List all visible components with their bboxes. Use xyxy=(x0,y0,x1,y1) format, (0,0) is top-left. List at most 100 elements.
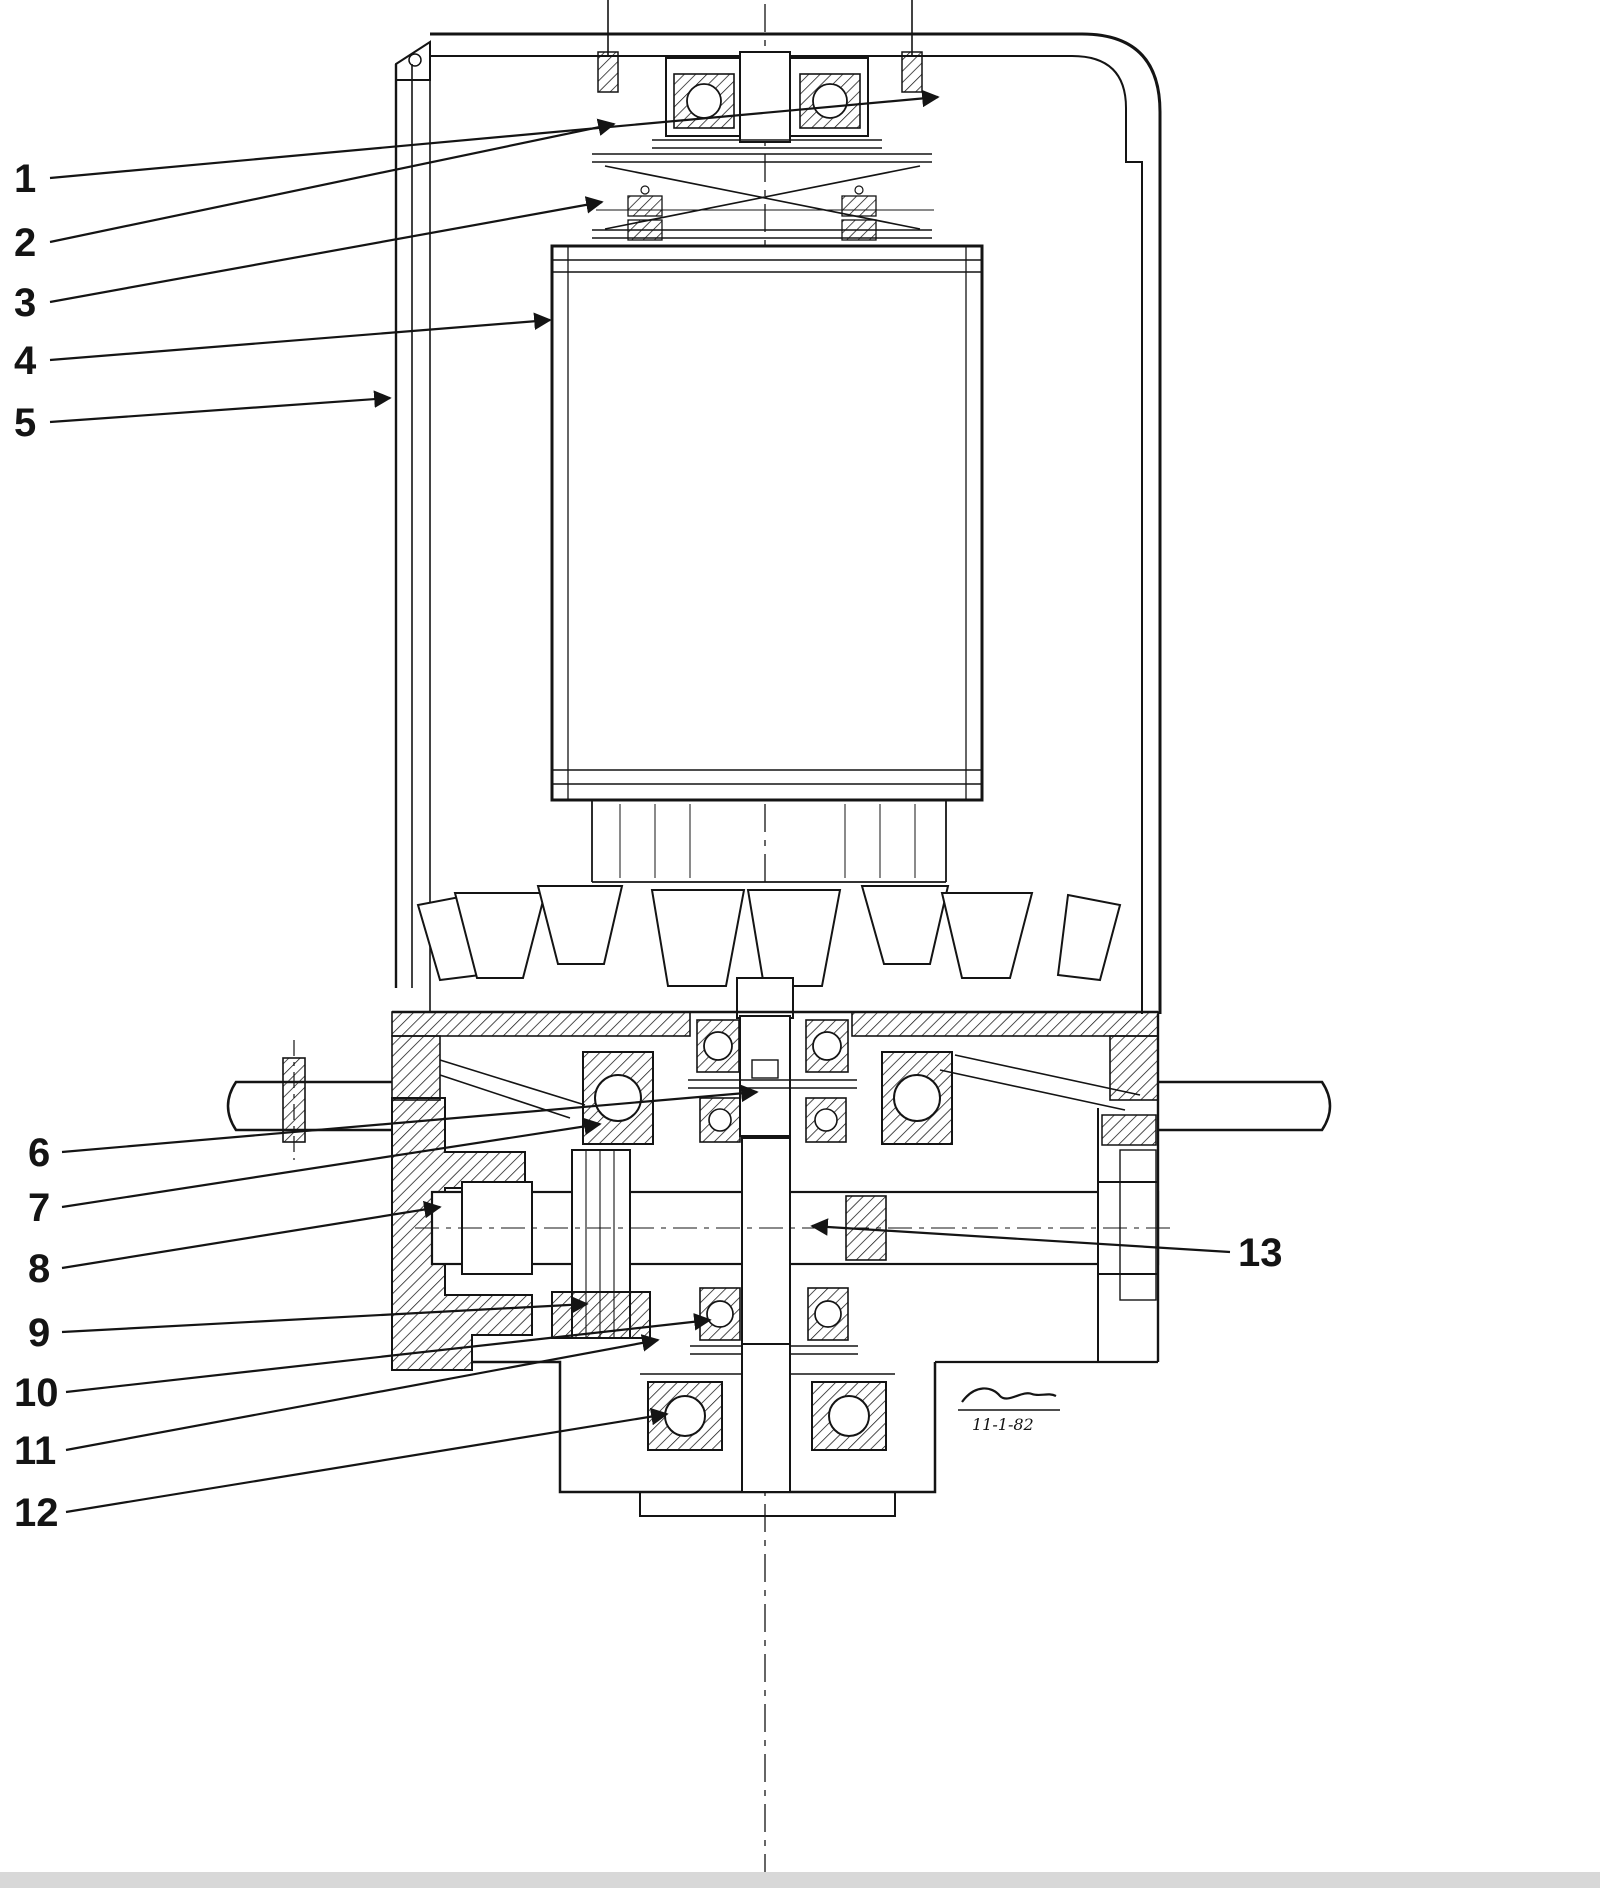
fan-blade-4 xyxy=(746,889,842,987)
callout-5: 5 xyxy=(14,401,36,445)
armature xyxy=(550,244,984,802)
lower-bearing-ball-right xyxy=(814,1300,842,1328)
bottom-housing xyxy=(472,1343,937,1517)
leader-line-10 xyxy=(65,1313,712,1394)
leader-line-8 xyxy=(61,1200,442,1270)
center-bearing-ball-right xyxy=(812,1031,842,1061)
fan-blade-outer-right xyxy=(1056,893,1122,982)
bottom-step xyxy=(639,1492,896,1517)
fan-blade-1 xyxy=(453,892,547,979)
flange-bolt xyxy=(282,1057,306,1143)
brush-block-left-a xyxy=(627,195,663,217)
callout-11: 11 xyxy=(14,1429,56,1473)
top-bearing-assembly xyxy=(597,51,923,149)
center-bearing-stack xyxy=(688,1015,857,1143)
brush-lead-cross-2 xyxy=(604,165,921,230)
base-web-left-1 xyxy=(439,1059,586,1106)
leader-line-7 xyxy=(61,1117,602,1209)
base-web-right-2 xyxy=(939,1069,1126,1111)
armature-core xyxy=(550,244,984,802)
signature-date: 11-1-82 xyxy=(972,1415,1034,1434)
bottom-housing-outline xyxy=(472,1360,937,1494)
housing-outer-shell xyxy=(430,32,1162,1014)
bearing-ball-left xyxy=(686,83,722,119)
fan-blade-6 xyxy=(940,892,1034,979)
callout-7: 7 xyxy=(28,1186,50,1230)
signature-scribble xyxy=(961,1387,1057,1403)
callout-9: 9 xyxy=(28,1311,50,1355)
callout-4: 4 xyxy=(14,339,37,383)
brush-block-left-b xyxy=(627,219,663,241)
flange-right-outline xyxy=(1158,1080,1332,1132)
leader-line-4 xyxy=(49,312,552,362)
callout-numbers: 1 2 3 4 5 6 7 8 9 10 11 12 13 xyxy=(14,157,1283,1535)
housing-inner-shell xyxy=(430,55,1143,1014)
callout-2: 2 xyxy=(14,221,36,265)
brush-assembly xyxy=(592,153,934,241)
fan-blade-2 xyxy=(536,885,624,965)
mounting-flange-left xyxy=(226,1057,392,1143)
cap-screw xyxy=(408,53,422,67)
cooling-fan xyxy=(416,800,1122,1019)
base-web-right-1 xyxy=(954,1054,1141,1096)
mounting-flange-right xyxy=(1158,1080,1332,1132)
leader-line-6 xyxy=(61,1084,759,1154)
intermediate-gear-hub xyxy=(551,1291,651,1339)
leader-line-9 xyxy=(61,1296,589,1334)
preload-spring-left xyxy=(597,51,619,93)
lower-bearing-ball-left xyxy=(706,1300,734,1328)
bottom-bearing-ball-left xyxy=(664,1395,706,1437)
center-lower-ball-right xyxy=(814,1108,838,1132)
right-side-bearing-ball xyxy=(893,1074,941,1122)
gearbox-left-wall xyxy=(391,1097,533,1371)
shaft-key xyxy=(751,1059,779,1079)
leader-line-1 xyxy=(49,89,940,180)
base-hatch-left-corner xyxy=(391,1035,441,1101)
callout-6: 6 xyxy=(28,1131,50,1175)
gear-train xyxy=(415,1137,1170,1345)
side-bearings xyxy=(582,1051,953,1145)
leader-line-5 xyxy=(49,390,392,424)
center-shaft-upper xyxy=(739,1015,791,1137)
gearbox-housing-left xyxy=(391,1097,533,1371)
leader-line-2 xyxy=(49,118,616,244)
brush-screw-left xyxy=(640,185,650,195)
fan-blade-5 xyxy=(860,885,950,965)
center-bearing-ball-left xyxy=(703,1031,733,1061)
base-hatch-left xyxy=(391,1011,691,1037)
page-edge-strip xyxy=(0,1872,1600,1888)
callout-8: 8 xyxy=(28,1247,50,1291)
base-hatch-right xyxy=(851,1011,1159,1037)
center-lower-race-right xyxy=(805,1097,847,1143)
flange-left-outline xyxy=(226,1080,392,1132)
callout-3: 3 xyxy=(14,281,36,325)
signature: 11-1-82 xyxy=(958,1387,1060,1434)
left-side-bearing-ball xyxy=(594,1074,642,1122)
callout-12: 12 xyxy=(14,1491,59,1535)
brush-block-right-b xyxy=(841,219,877,241)
callout-1: 1 xyxy=(14,157,36,201)
leader-line-13 xyxy=(810,1218,1231,1254)
bottom-bearing-ball-right xyxy=(828,1395,870,1437)
motor-housing xyxy=(394,32,1162,1014)
leader-line-12 xyxy=(65,1407,669,1514)
callout-10: 10 xyxy=(14,1371,59,1415)
right-housing-pocket xyxy=(1119,1149,1157,1301)
preload-spring-right xyxy=(901,51,923,93)
upper-shaft xyxy=(739,51,791,143)
gearbox-housing-right xyxy=(935,1014,1160,1364)
bearing-ball-right xyxy=(812,83,848,119)
lower-center-bearing xyxy=(690,1287,858,1355)
brush-block-right-a xyxy=(841,195,877,217)
callout-13: 13 xyxy=(1238,1231,1283,1275)
base-web-left-2 xyxy=(439,1074,571,1119)
fan-blade-3 xyxy=(650,889,746,987)
brush-screw-right xyxy=(854,185,864,195)
leader-lines xyxy=(49,89,1231,1514)
leader-line-3 xyxy=(49,196,604,304)
bottom-shaft xyxy=(741,1343,791,1493)
center-lower-ball-left xyxy=(708,1108,732,1132)
right-housing-hatch xyxy=(1101,1114,1157,1146)
